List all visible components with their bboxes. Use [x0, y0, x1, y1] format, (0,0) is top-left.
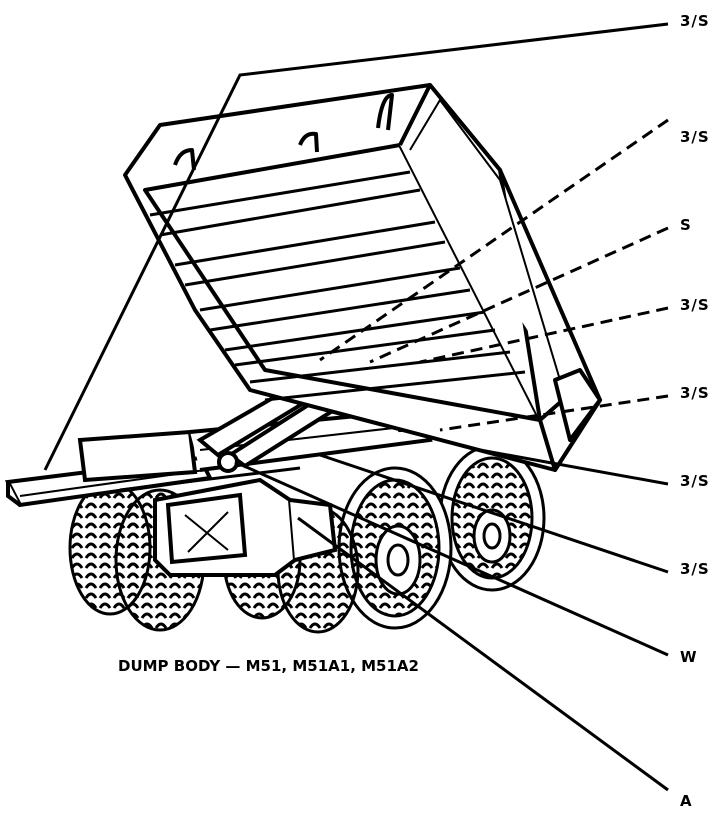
callout-label: A	[680, 792, 693, 810]
callout-label: S	[680, 216, 692, 234]
callout-label: W	[680, 648, 698, 666]
callout-label: 3/S	[680, 560, 710, 578]
callout-label: 3/S	[680, 12, 710, 30]
axle-housing	[153, 477, 338, 577]
callout-lines	[43, 22, 669, 792]
callout-label: 3/S	[680, 296, 710, 314]
figure-caption: DUMP BODY — M51, M51A1, M51A2	[118, 657, 419, 675]
callout-label: 3/S	[680, 384, 710, 402]
callout-label: 3/S	[680, 128, 710, 146]
dump-body	[123, 83, 602, 472]
callout-label: 3/S	[680, 472, 710, 490]
